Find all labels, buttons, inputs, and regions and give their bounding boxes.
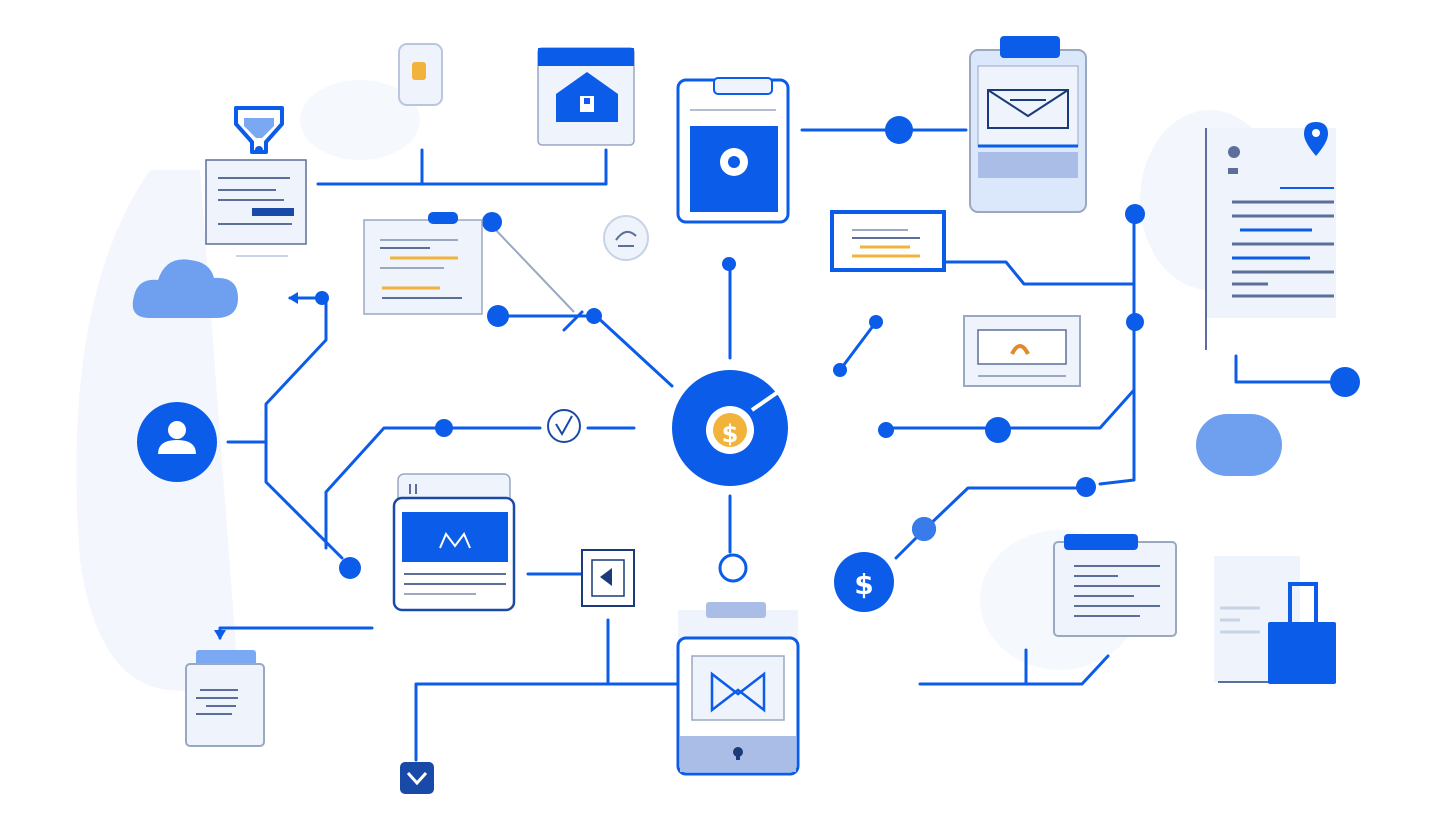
hub-symbol: $ [722,420,739,448]
connector-node [1076,477,1096,497]
briefcase-icon [1214,556,1336,684]
connector-line [884,388,1136,430]
connector-nodes [315,116,1360,579]
connector-line [324,426,542,550]
connector-node [985,417,1011,443]
connector-node [1125,204,1145,224]
arrow-head [214,630,226,640]
connector-node [885,116,913,144]
connector-line [1098,212,1136,486]
clipboard-icon [969,36,1087,213]
dollar-symbol: $ [854,568,873,601]
connector-line [316,148,608,186]
connector-node [722,257,736,271]
connector-line [218,626,374,640]
connector-node [586,308,602,324]
gauge-frame-icon [963,315,1081,387]
house-icon [537,47,635,146]
document-icon [185,650,265,747]
dollar-icon: $ [834,552,894,612]
connector-node [878,422,894,438]
pill-icon [1196,414,1282,476]
connector-line [838,320,878,372]
connector-line [264,296,344,560]
envelope-tablet-icon [676,602,800,776]
connector-node [1330,367,1360,397]
connector-node [482,212,502,232]
checklist-icon [363,212,483,315]
connector-node [339,557,361,579]
connector-line [894,486,1088,560]
report-document-icon [205,159,307,257]
mail-card-icon [392,473,516,612]
location-pin-icon [1304,122,1328,156]
checkmark-icon [547,409,581,443]
connector-node-hollow [718,553,748,583]
connector-node [315,291,329,305]
connector-line [562,310,584,332]
cloud-icon [132,259,238,318]
phone-icon [676,77,790,224]
play-icon [581,549,635,607]
toggle-badge-icon [603,215,649,261]
connector-node [487,305,509,327]
user-icon [137,402,217,482]
central-hub: $ [672,370,788,486]
tablet-icon [830,210,946,272]
chevron-down-icon [400,762,434,794]
notes-card-icon [1053,534,1177,637]
connector-node [435,419,453,437]
lock-card-icon [398,43,443,106]
envelope-icon [987,89,1069,129]
connector-line [414,682,682,762]
arrow-head [288,292,298,304]
connector-line [944,260,1136,286]
location-document-icon [1205,122,1336,350]
connector-line [918,654,1110,686]
funnel-icon [234,106,284,154]
connector-line [594,314,674,388]
connector-node [1126,313,1144,331]
connector-node [833,363,847,377]
connector-line [1234,354,1346,384]
connector-node [869,315,883,329]
connector-line-gray [491,225,575,313]
connector-node-light [912,517,936,541]
